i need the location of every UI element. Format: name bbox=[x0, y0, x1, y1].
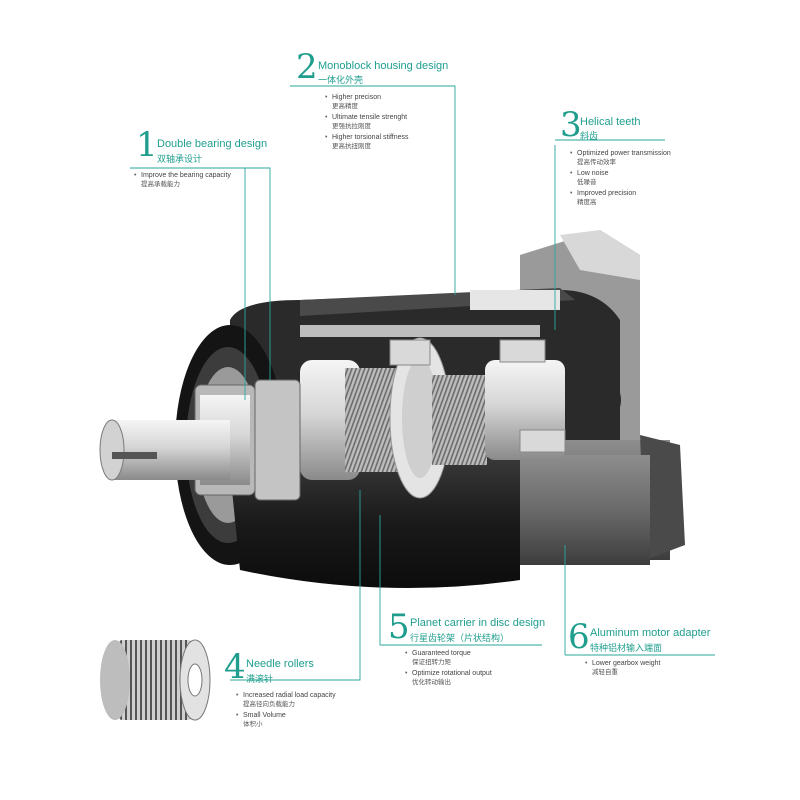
callout-title-cn: 斜齿 bbox=[580, 131, 599, 141]
callout-number: 5 bbox=[388, 607, 410, 647]
output-shaft bbox=[99, 379, 301, 501]
callout-title-cn: 行星齿轮架（片状结构） bbox=[410, 633, 510, 643]
callout-number: 4 bbox=[224, 647, 246, 687]
callout-number: 1 bbox=[136, 125, 158, 165]
callout-number: 3 bbox=[560, 105, 582, 145]
callout-leader-lines bbox=[130, 85, 715, 681]
callout-title: Monoblock housing design bbox=[318, 60, 449, 72]
callout-title: Aluminum motor adapter bbox=[590, 627, 711, 639]
callout-title: Needle rollers bbox=[246, 658, 314, 670]
callout-title-cn: 特种铝材输入端面 bbox=[590, 643, 663, 653]
callout-title: Double bearing design bbox=[157, 138, 268, 150]
callout-title: Planet carrier in disc design bbox=[410, 617, 546, 629]
callout-number: 2 bbox=[296, 47, 318, 87]
needle-roller-inset bbox=[100, 639, 211, 721]
callout-title: Helical teeth bbox=[580, 116, 641, 128]
callout-number: 6 bbox=[568, 617, 590, 657]
callout-title-cn: 满滚针 bbox=[246, 674, 274, 684]
gear-internals bbox=[300, 337, 566, 499]
callout-title-cn: 双轴承设计 bbox=[157, 154, 203, 164]
callout-title-cn: 一体化外壳 bbox=[318, 75, 364, 85]
